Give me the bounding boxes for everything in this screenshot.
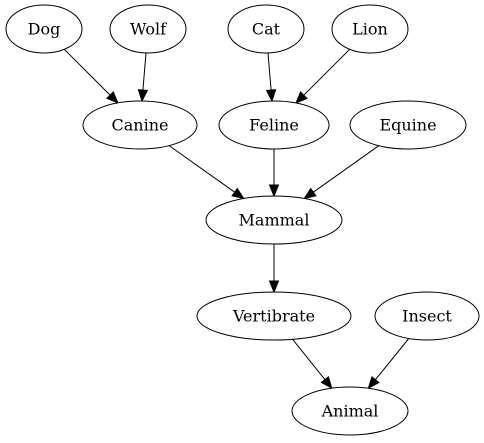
- node-ellipse: [196, 291, 352, 341]
- node-ellipse: [331, 4, 409, 54]
- node-label-feline: Feline: [249, 116, 299, 135]
- node-label-vertibrate: Vertibrate: [232, 307, 315, 326]
- edge-wolf-to-canine: [137, 52, 149, 103]
- node-label-dog: Dog: [28, 20, 61, 39]
- node-animal: Animal: [291, 386, 409, 436]
- arrowhead: [268, 280, 280, 294]
- node-feline: Feline: [218, 100, 330, 150]
- edge-line: [313, 145, 380, 193]
- node-ellipse: [227, 4, 305, 54]
- node-label-lion: Lion: [352, 20, 388, 39]
- node-dog: Dog: [5, 4, 83, 54]
- node-cat: Cat: [227, 4, 305, 54]
- node-ellipse: [5, 4, 83, 54]
- node-ellipse: [291, 386, 409, 436]
- arrowhead: [231, 187, 245, 200]
- edge-mammal-to-vertibrate: [268, 244, 280, 294]
- node-lion: Lion: [331, 4, 409, 54]
- node-label-mammal: Mammal: [239, 211, 310, 230]
- edge-lion-to-feline: [295, 48, 351, 104]
- node-ellipse: [205, 195, 343, 245]
- arrowhead: [320, 375, 333, 390]
- node-label-equine: Equine: [379, 116, 436, 135]
- arrowhead: [137, 89, 149, 103]
- edge-vertibrate-to-animal: [292, 338, 333, 390]
- node-wolf: Wolf: [109, 4, 187, 54]
- edge-line: [292, 338, 326, 380]
- edge-line: [168, 145, 235, 193]
- node-ellipse: [349, 100, 467, 150]
- node-label-insect: Insect: [402, 307, 452, 326]
- edge-canine-to-mammal: [168, 145, 245, 200]
- node-canine: Canine: [82, 100, 198, 150]
- node-label-wolf: Wolf: [130, 20, 167, 39]
- edge-line: [303, 48, 351, 96]
- node-label-canine: Canine: [112, 116, 169, 135]
- edges-layer: [63, 48, 410, 390]
- arrowhead: [295, 91, 308, 104]
- node-label-cat: Cat: [252, 20, 281, 39]
- arrowhead: [303, 187, 317, 200]
- edge-cat-to-feline: [265, 52, 277, 103]
- node-equine: Equine: [349, 100, 467, 150]
- edge-line: [63, 48, 111, 96]
- edge-feline-to-mammal: [268, 149, 280, 198]
- edge-line: [267, 52, 272, 91]
- node-mammal: Mammal: [205, 195, 343, 245]
- edge-line: [375, 338, 410, 381]
- node-label-animal: Animal: [321, 402, 379, 421]
- edge-dog-to-canine: [63, 48, 119, 104]
- node-ellipse: [218, 100, 330, 150]
- node-vertibrate: Vertibrate: [196, 291, 352, 341]
- edge-line: [142, 52, 147, 91]
- edge-insect-to-animal: [367, 338, 410, 390]
- node-ellipse: [109, 4, 187, 54]
- arrowhead: [265, 89, 277, 103]
- node-ellipse: [374, 291, 480, 341]
- arrowhead: [106, 91, 119, 104]
- node-ellipse: [82, 100, 198, 150]
- arrowhead: [268, 184, 280, 198]
- edge-equine-to-mammal: [303, 145, 380, 200]
- node-insect: Insect: [374, 291, 480, 341]
- arrowhead: [367, 376, 380, 390]
